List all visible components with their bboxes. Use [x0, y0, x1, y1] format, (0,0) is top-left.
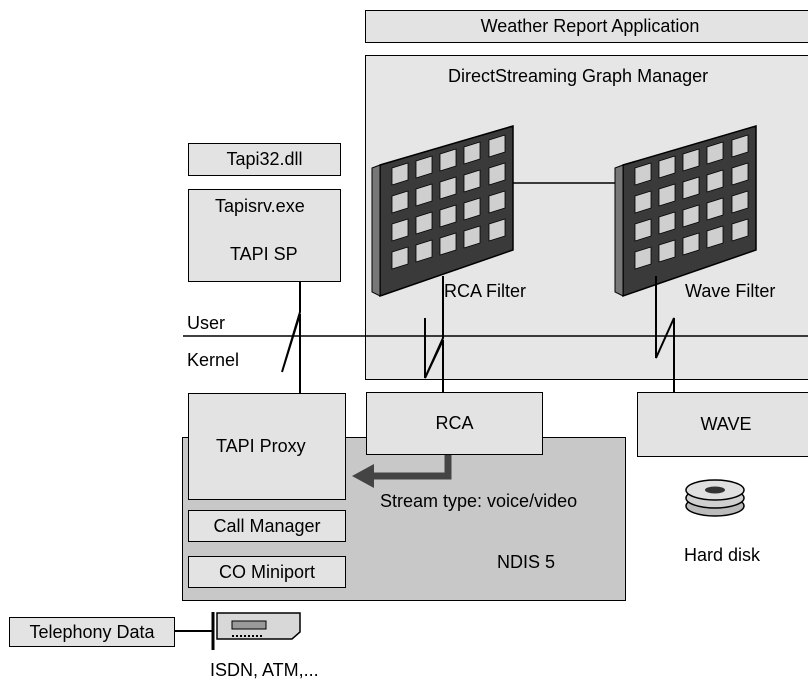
- telephony-data-box: Telephony Data: [9, 617, 175, 647]
- tapi-proxy-label: TAPI Proxy: [216, 436, 306, 456]
- rcafilter-rca-zigzag: [424, 318, 444, 392]
- call-manager-label: Call Manager: [213, 515, 321, 536]
- wave-box: WAVE: [637, 392, 808, 457]
- tapisp-proxy-connector: [281, 282, 301, 393]
- stream-arrowhead: [352, 464, 374, 488]
- ndis-label: NDIS 5: [497, 552, 556, 572]
- wave-label: WAVE: [700, 414, 752, 434]
- hard-disk-icon: [685, 479, 745, 517]
- stream-arrow: [372, 455, 452, 480]
- user-label: User: [187, 313, 226, 333]
- tapi-proxy-box: [188, 393, 346, 500]
- telephony-data-label: Telephony Data: [29, 621, 155, 642]
- rca-filter-label: RCA Filter: [444, 281, 527, 301]
- wave-filter-icon: [614, 124, 757, 298]
- tapi32-box: Tapi32.dll: [188, 143, 341, 176]
- tapisrv-tapisp-box: [188, 189, 341, 282]
- isdn-label: ISDN, ATM,...: [210, 660, 319, 680]
- wave-filter-label: Wave Filter: [685, 281, 776, 301]
- co-miniport-label: CO Miniport: [218, 561, 316, 582]
- stream-type-label: Stream type: voice/video: [380, 491, 578, 511]
- call-manager-box: Call Manager: [188, 510, 346, 542]
- network-card-icon: [216, 612, 301, 640]
- co-miniport-box: CO Miniport: [188, 556, 346, 588]
- rca-box: RCA: [366, 392, 543, 455]
- tapisp-label: TAPI SP: [230, 244, 298, 264]
- rcafilter-rca-connector: [424, 276, 444, 379]
- kernel-label: Kernel: [187, 350, 240, 370]
- hard-disk-label: Hard disk: [684, 545, 761, 565]
- wavefilter-wave-connector: [655, 276, 675, 392]
- graph-manager-label: DirectStreaming Graph Manager: [448, 66, 709, 86]
- rca-label: RCA: [435, 413, 474, 433]
- weather-app-box: Weather Report Application: [365, 10, 808, 43]
- weather-app-label: Weather Report Application: [480, 16, 700, 36]
- tapi32-label: Tapi32.dll: [226, 149, 303, 169]
- tapisrv-label: Tapisrv.exe: [215, 196, 305, 216]
- rca-filter-icon: [371, 124, 514, 298]
